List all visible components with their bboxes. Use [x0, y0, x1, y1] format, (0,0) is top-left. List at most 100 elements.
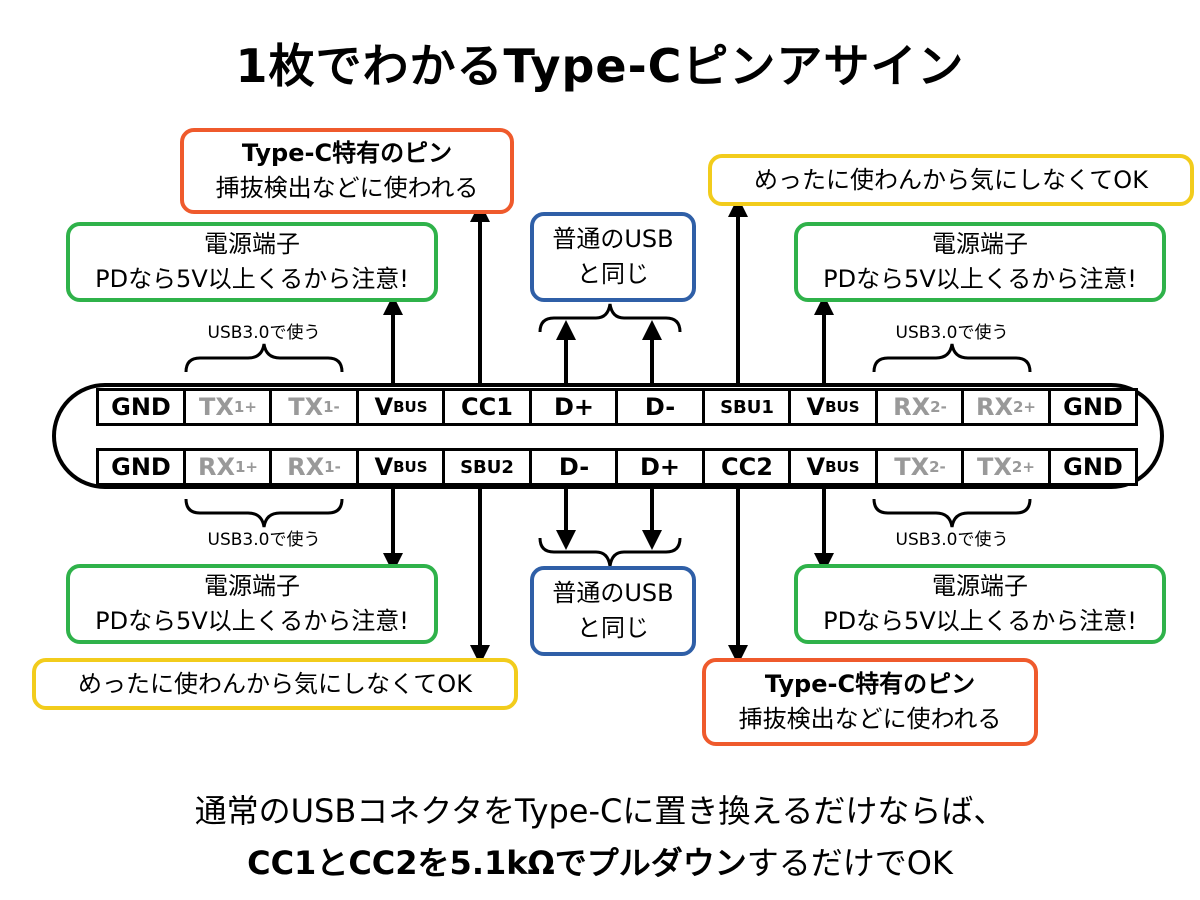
callout-text: と同じ	[577, 614, 649, 642]
brace-bottom-usb	[538, 537, 682, 567]
brace-top-right	[872, 343, 1032, 373]
usb3-label-bottom-left: USB3.0で使う	[207, 530, 321, 550]
pin-name: D+	[639, 453, 681, 481]
callout-typec-bottom: Type-C特有のピン 挿抜検出などに使われる	[702, 658, 1038, 746]
callout-power-top-right: 電源端子 PDなら5V以上くるから注意!	[794, 222, 1166, 302]
callout-typec-top: Type-C特有のピン 挿抜検出などに使われる	[180, 128, 514, 214]
top-pin: D-	[615, 388, 705, 426]
brace-top-left	[184, 343, 344, 373]
pin-name: RX	[198, 453, 235, 481]
callout-power-bottom-left: 電源端子 PDなら5V以上くるから注意!	[66, 564, 438, 644]
top-pin: GND	[1048, 388, 1138, 426]
usb3-label-top-left: USB3.0で使う	[207, 323, 321, 343]
callout-heading: 電源端子	[204, 230, 300, 259]
pin-name: RX	[893, 393, 931, 421]
callout-heading: 電源端子	[932, 230, 1028, 259]
callout-heading: Type-C特有のピン	[241, 139, 453, 168]
callout-text: PDなら5V以上くるから注意!	[823, 265, 1137, 293]
callout-text: PDなら5V以上くるから注意!	[95, 265, 409, 293]
bottom-pin: D+	[615, 448, 705, 486]
pin-subscript: 2-	[929, 458, 946, 476]
footer-rest: するだけでOK	[746, 844, 953, 882]
pin-subscript: 2+	[1011, 458, 1035, 476]
top-pin: D+	[529, 388, 619, 426]
callout-text: めったに使わんから気にしなくてOK	[78, 669, 472, 698]
pin-name: GND	[1063, 393, 1123, 421]
callout-heading: 普通のUSB	[552, 225, 674, 254]
brace-bottom-left	[184, 498, 344, 528]
callout-rare-bottom-left: めったに使わんから気にしなくてOK	[32, 658, 518, 710]
pin-subscript: 1+	[234, 458, 258, 476]
callout-heading: 電源端子	[204, 572, 300, 601]
footer-line2: CC1とCC2を5.1kΩでプルダウンするだけでOK	[0, 838, 1200, 884]
callout-power-top-left: 電源端子 PDなら5V以上くるから注意!	[66, 222, 438, 302]
bottom-pin: GND	[96, 448, 186, 486]
pin-name: GND	[111, 393, 171, 421]
pin-name: D+	[553, 393, 595, 421]
top-pin: CC1	[442, 388, 532, 426]
usb3-label-top-right: USB3.0で使う	[895, 323, 1009, 343]
pin-subscript: BUS	[393, 458, 428, 476]
footer-line1: 通常のUSBコネクタをType-Cに置き換えるだけならば、	[194, 792, 1006, 830]
pin-name: RX	[976, 393, 1013, 421]
pin-subscript: 1-	[323, 398, 340, 416]
callout-usb-bottom: 普通のUSB と同じ	[530, 566, 696, 656]
brace-top-usb	[538, 303, 682, 333]
bottom-pin: GND	[1048, 448, 1138, 486]
callout-text: めったに使わんから気にしなくてOK	[754, 165, 1148, 194]
pin-name: TX	[977, 453, 1012, 481]
footer-emphasis: CC1とCC2を5.1kΩでプルダウン	[247, 844, 747, 882]
callout-heading: 電源端子	[932, 572, 1028, 601]
pin-subscript: 2-	[930, 398, 947, 416]
pin-name: TX	[199, 393, 234, 421]
pin-name: SBU2	[460, 456, 514, 478]
callout-text: と同じ	[577, 260, 649, 288]
pin-name: GND	[1063, 453, 1123, 481]
pin-name: GND	[111, 453, 171, 481]
callout-text: PDなら5V以上くるから注意!	[95, 607, 409, 635]
callout-text: 挿抜検出などに使われる	[738, 705, 1002, 733]
callout-text: 挿抜検出などに使われる	[215, 174, 479, 202]
pin-subscript: BUS	[825, 458, 860, 476]
pin-name: V	[374, 453, 394, 481]
usb3-label-bottom-right: USB3.0で使う	[895, 530, 1009, 550]
pin-subscript: 2+	[1012, 398, 1036, 416]
pin-name: CC2	[721, 453, 773, 481]
pin-name: V	[374, 393, 394, 421]
pin-name: SBU1	[720, 396, 774, 418]
pin-subscript: 1+	[233, 398, 257, 416]
bottom-pin: D-	[529, 448, 619, 486]
callout-power-bottom-right: 電源端子 PDなら5V以上くるから注意!	[794, 564, 1166, 644]
pin-subscript: BUS	[393, 398, 428, 416]
pin-name: RX	[287, 453, 325, 481]
pin-name: CC1	[461, 393, 513, 421]
pin-name: TX	[288, 393, 324, 421]
callout-rare-top-right: めったに使わんから気にしなくてOK	[708, 154, 1194, 206]
callout-text: PDなら5V以上くるから注意!	[823, 607, 1137, 635]
callout-usb-top: 普通のUSB と同じ	[530, 212, 696, 302]
pin-name: D-	[644, 393, 676, 421]
pin-subscript: BUS	[825, 398, 860, 416]
page-title: 1枚でわかるType-Cピンアサイン	[235, 39, 965, 93]
pin-name: D-	[558, 453, 590, 481]
top-pin: GND	[96, 388, 186, 426]
top-pin: SBU1	[702, 388, 792, 426]
brace-bottom-right	[872, 498, 1032, 528]
pin-name: TX	[894, 453, 930, 481]
pin-subscript: 1-	[324, 458, 341, 476]
callout-heading: 普通のUSB	[552, 579, 674, 608]
pin-name: V	[806, 393, 826, 421]
callout-heading: Type-C特有のピン	[764, 670, 976, 699]
pin-name: V	[806, 453, 826, 481]
